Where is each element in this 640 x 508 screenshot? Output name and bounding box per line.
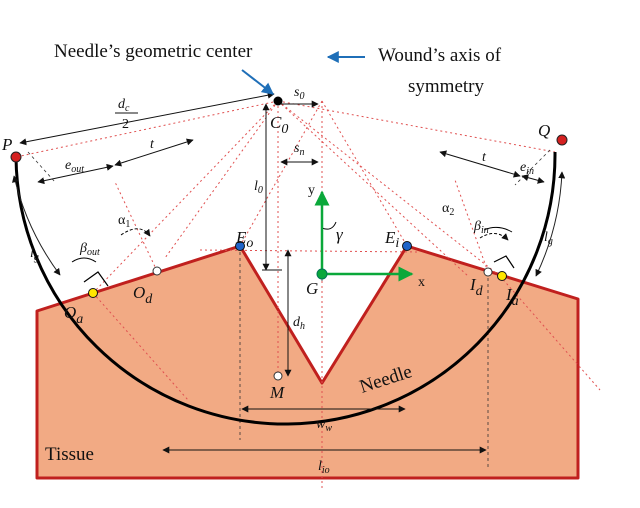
alpha2-arc <box>479 233 509 241</box>
point-C0 <box>273 96 283 106</box>
lg-right-arrow <box>535 171 566 277</box>
t-left-dim <box>114 138 194 167</box>
label-x-axis: x <box>418 275 425 290</box>
label-e-out: eout <box>65 158 84 175</box>
needle-arc <box>14 151 557 426</box>
point-Ei <box>402 241 412 251</box>
dimension-arrows <box>19 91 545 454</box>
label-lg-left: lg <box>30 246 39 263</box>
right-angle-left <box>83 271 109 287</box>
center-callout-arrow <box>241 69 274 95</box>
label-Q: Q <box>538 121 550 140</box>
label-t-right: t <box>482 150 487 165</box>
beta-out-arc <box>71 257 97 263</box>
lg-left-arrow <box>12 175 61 276</box>
label-t-left: t <box>150 137 155 152</box>
frame-axes <box>314 190 414 282</box>
point-G <box>316 268 328 280</box>
point-Eo <box>235 241 245 251</box>
label-P: P <box>1 135 12 154</box>
dc-half-dim <box>19 91 275 146</box>
label-Ei: Ei <box>384 228 399 251</box>
label-e-in: ein <box>520 160 534 177</box>
label-ww: ww <box>316 417 332 434</box>
label-Oa: Oa <box>64 303 83 327</box>
point-M <box>273 371 283 381</box>
point-P <box>10 151 22 163</box>
label-dc: dc <box>118 97 130 114</box>
label-C0: C0 <box>270 113 288 137</box>
wound-axis-callout-line1: Wound’s axis of <box>378 45 502 66</box>
label-alpha1: α1 <box>118 213 130 230</box>
label-Id: Id <box>469 275 484 299</box>
point-Od <box>152 266 162 276</box>
label-Eo: Eo <box>235 228 253 251</box>
right-angle-right <box>493 255 515 269</box>
label-G: G <box>306 279 318 298</box>
needle-center-callout: Needle’s geometric center <box>54 41 253 62</box>
tissue-label: Tissue <box>45 444 94 465</box>
wound-axis-callout-line2: symmetry <box>408 76 484 97</box>
e-in-dim <box>521 174 545 184</box>
alpha1-arc <box>120 228 151 237</box>
t-right-dim <box>439 150 521 178</box>
label-Ia: Ia <box>505 285 519 309</box>
label-dc-denominator: 2 <box>122 117 129 132</box>
label-alpha2: α2 <box>442 201 454 218</box>
label-l0: l0 <box>254 179 263 196</box>
e-out-dim <box>37 163 114 185</box>
point-Id <box>483 267 493 277</box>
gamma-arc <box>321 221 337 230</box>
label-sn: sn <box>294 141 304 158</box>
tissue-shape <box>35 244 580 480</box>
label-lg-right: lg <box>544 230 553 247</box>
label-s0: s0 <box>294 85 304 102</box>
label-Od: Od <box>133 283 153 307</box>
label-M: M <box>269 383 285 402</box>
label-gamma: γ <box>336 225 344 244</box>
label-lio: lio <box>318 459 330 476</box>
label-beta-in: βin <box>473 219 489 236</box>
beta-in-arc <box>483 226 513 233</box>
label-dh: dh <box>293 315 305 332</box>
label-y-axis: y <box>308 183 315 198</box>
label-beta-out: βout <box>79 241 100 258</box>
point-Oa <box>88 288 98 298</box>
point-Ia <box>497 271 507 281</box>
point-Q <box>556 134 568 146</box>
